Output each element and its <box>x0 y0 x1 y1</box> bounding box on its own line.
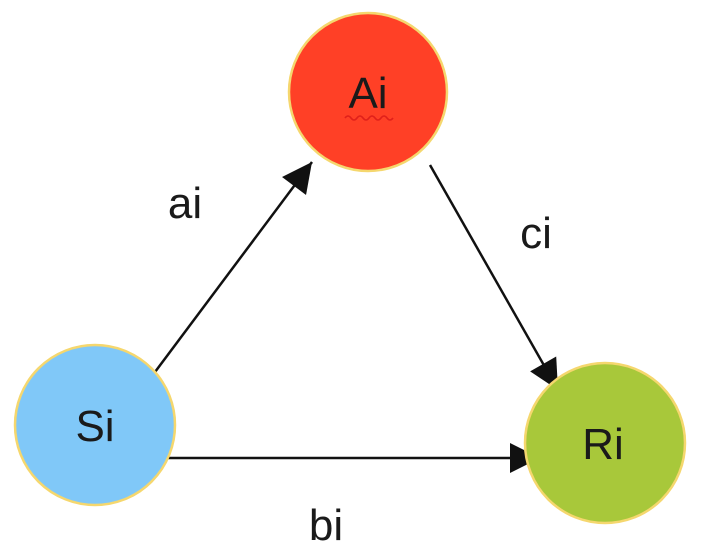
node-si-label: Si <box>75 402 114 451</box>
node-ri-label: Ri <box>582 420 624 469</box>
node-si-circle <box>13 343 177 507</box>
node-ri: Ri <box>523 361 687 525</box>
edge-label-si-to-ai: ai <box>168 179 202 228</box>
edge-ai-to-ri <box>428 164 560 391</box>
edge-label-ai-to-ri: ci <box>520 209 552 258</box>
node-ai-label: Ai <box>348 69 387 118</box>
node-ri-circle <box>523 361 687 525</box>
edge-si-to-ai <box>153 161 314 373</box>
node-ai: Ai <box>287 11 449 173</box>
node-ai-circle <box>287 11 449 173</box>
spellcheck-squiggle <box>344 115 394 121</box>
node-si: Si <box>13 343 177 507</box>
edge-label-si-to-ri: bi <box>309 501 343 550</box>
